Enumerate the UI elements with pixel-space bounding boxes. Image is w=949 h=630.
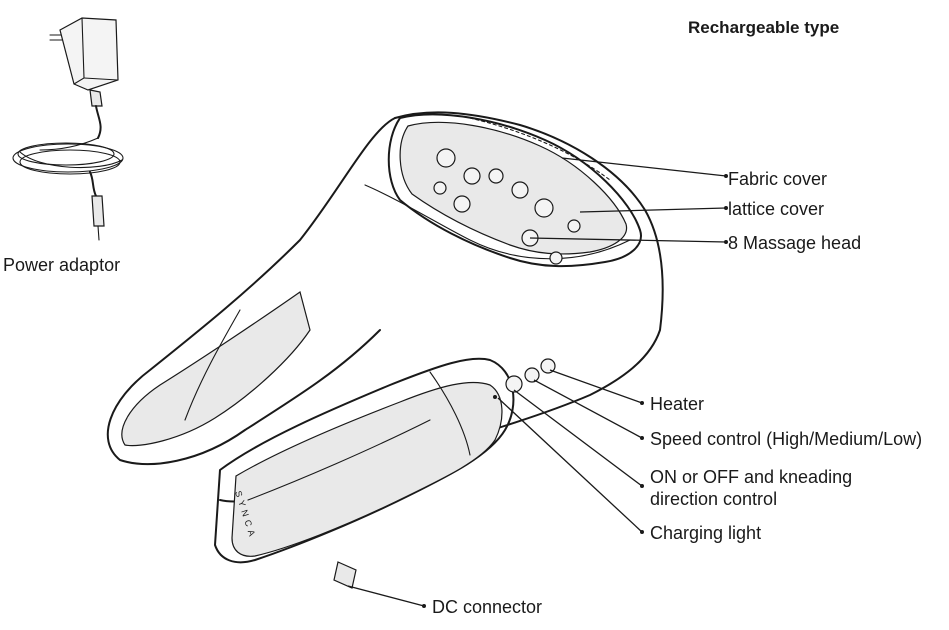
- heater-button-icon: [540, 358, 556, 374]
- speed-control-label: Speed control (High/Medium/Low): [650, 429, 923, 449]
- power-adaptor-icon: [12, 17, 124, 241]
- lattice-cover-label: lattice cover: [728, 199, 825, 219]
- neck-massager-illustration: SYNCA: [106, 111, 664, 589]
- fabric-cover-label: Fabric cover: [728, 169, 828, 189]
- speed-button-icon: [524, 367, 540, 383]
- charging-light-label: Charging light: [650, 523, 762, 543]
- dc-connector-label: DC connector: [432, 597, 543, 617]
- leader-lines: [347, 157, 728, 608]
- charging-light-icon: [493, 395, 497, 399]
- diagram-title: Rechargeable type: [688, 18, 840, 37]
- power-button-icon: [505, 375, 523, 393]
- power-adaptor-label: Power adaptor: [3, 255, 121, 275]
- heater-label: Heater: [650, 394, 705, 414]
- on-off-label: ON or OFF and kneading direction control: [650, 467, 853, 509]
- massage-head-label: 8 Massage head: [728, 233, 862, 253]
